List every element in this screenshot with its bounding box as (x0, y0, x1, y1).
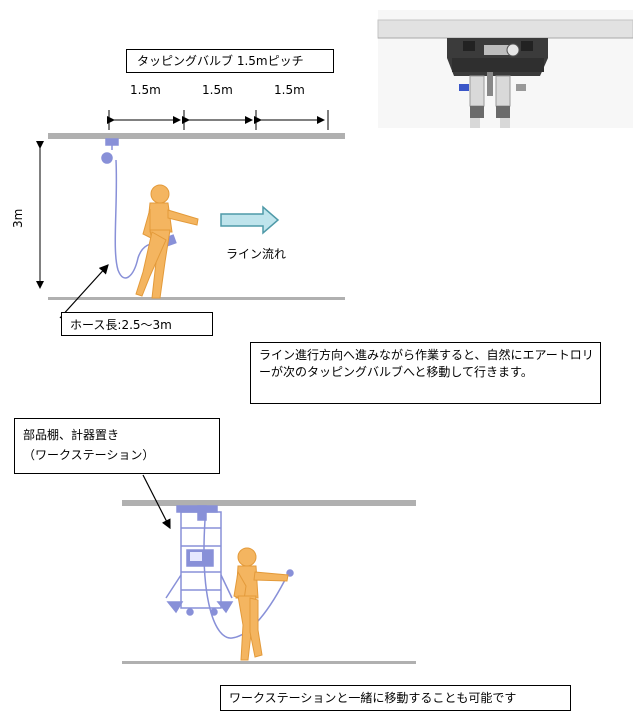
workstation-cart (165, 505, 294, 639)
note-box-1: ライン進行方向へ進みながら作業すると、自然にエアートロリーが次のタッピングバルブ… (250, 342, 601, 404)
workstation-line-1: 部品棚、計器置き (23, 428, 120, 442)
pitch-label-3: 1.5m (274, 83, 305, 97)
note-box-2: ワークステーションと一緒に移動することも可能です (220, 685, 571, 711)
flow-label: ライン流れ (226, 247, 287, 261)
pitch-label-1: 1.5m (130, 83, 161, 97)
floor-line (48, 297, 345, 300)
hose-callout-arrow (59, 264, 109, 319)
workstation-line-2: （ワークステーション） (23, 448, 155, 462)
ceiling-rail-2 (122, 500, 416, 506)
floor-line-2 (122, 661, 416, 664)
pitch-dimension-lines (107, 110, 329, 130)
pitch-label-2: 1.5m (202, 83, 233, 97)
hose-length-label: ホース長:2.5～3m (70, 318, 172, 332)
ceiling-rail (48, 133, 345, 139)
worker-figure (135, 184, 199, 299)
worker-figure-2 (233, 547, 289, 661)
note-text-2: ワークステーションと一緒に移動することも可能です (229, 691, 517, 705)
hose-length-box: ホース長:2.5～3m (61, 312, 213, 336)
flow-arrow-icon (220, 205, 280, 235)
note-text-1: ライン進行方向へ進みながら作業すると、自然にエアートロリーが次のタッピングバルブ… (259, 348, 594, 379)
workstation-box: 部品棚、計器置き （ワークステーション） (14, 418, 220, 474)
pitch-title: タッピングバルブ 1.5mピッチ (137, 54, 304, 68)
height-label: 3m (11, 208, 25, 228)
pitch-title-box: タッピングバルブ 1.5mピッチ (126, 49, 334, 73)
workstation-callout-arrow (142, 474, 171, 530)
